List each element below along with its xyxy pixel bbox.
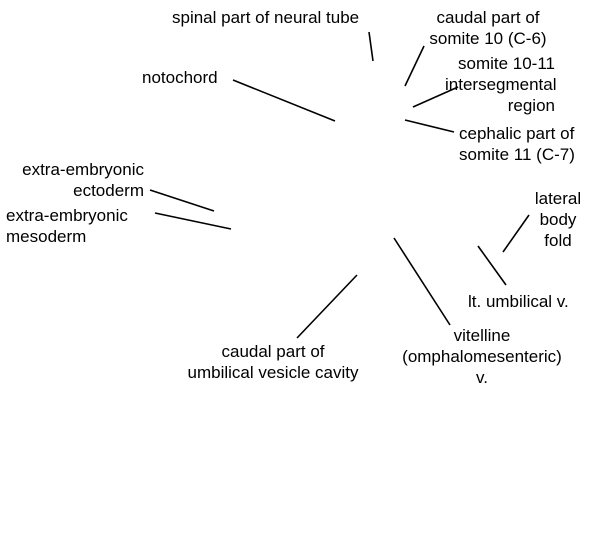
label-line: lateral [534, 189, 582, 208]
label-notochord: notochord [142, 67, 218, 88]
label-line: caudal part of [221, 342, 325, 361]
label-lateral-body-fold: lateral body fold [526, 188, 590, 251]
leader-caudal-somite-10 [404, 45, 425, 87]
leader-extra-ectoderm [149, 189, 215, 212]
label-line: lt. umbilical v. [468, 292, 569, 311]
label-line: (omphalomesenteric) [402, 347, 562, 366]
label-line: extra-embryonic [22, 160, 144, 179]
label-line: fold [544, 231, 572, 250]
leader-spinal-part [368, 31, 374, 62]
label-line: body [539, 210, 577, 229]
label-line: somite 10 (C-6) [429, 29, 547, 48]
label-line: somite 11 (C-7) [459, 145, 575, 164]
label-spinal-part: spinal part of neural tube [172, 7, 359, 28]
label-line: intersegmental [445, 75, 557, 94]
label-umbilical-vesicle: caudal part of umbilical vesicle cavity [168, 341, 378, 383]
leader-umbilical-vein [477, 245, 507, 286]
label-extra-ectoderm: extra-embryonic ectoderm [20, 159, 144, 201]
label-line: vitelline [453, 326, 511, 345]
label-somite-10-11: somite 10-11 intersegmental region [445, 53, 557, 116]
label-extra-mesoderm: extra-embryonic mesoderm [6, 205, 128, 247]
label-caudal-somite-10: caudal part of somite 10 (C-6) [418, 7, 558, 49]
label-line: spinal part of neural tube [172, 8, 360, 27]
label-line: ectoderm [73, 181, 144, 200]
leader-umbilical-vesicle [296, 274, 358, 339]
leader-somite-10-11 [412, 86, 459, 108]
leader-cephalic-somite-11 [404, 119, 455, 133]
leader-extra-mesoderm [154, 212, 232, 230]
label-line: notochord [142, 68, 218, 87]
label-line: region [507, 96, 555, 115]
leader-lateral-body-fold [502, 214, 530, 253]
label-cephalic-somite-11: cephalic part of somite 11 (C-7) [459, 123, 575, 165]
label-line: mesoderm [6, 227, 87, 246]
label-line: somite 10-11 [457, 54, 555, 73]
label-umbilical-vein: lt. umbilical v. [468, 291, 569, 312]
label-line: cephalic part of [459, 124, 575, 143]
label-line: umbilical vesicle cavity [187, 363, 359, 382]
label-line: extra-embryonic [6, 206, 128, 225]
leader-vitelline-vein [393, 237, 451, 326]
label-line: v. [476, 368, 488, 387]
leader-notochord [232, 79, 336, 122]
label-line: caudal part of [436, 8, 540, 27]
label-vitelline-vein: vitelline (omphalomesenteric) v. [382, 325, 582, 388]
